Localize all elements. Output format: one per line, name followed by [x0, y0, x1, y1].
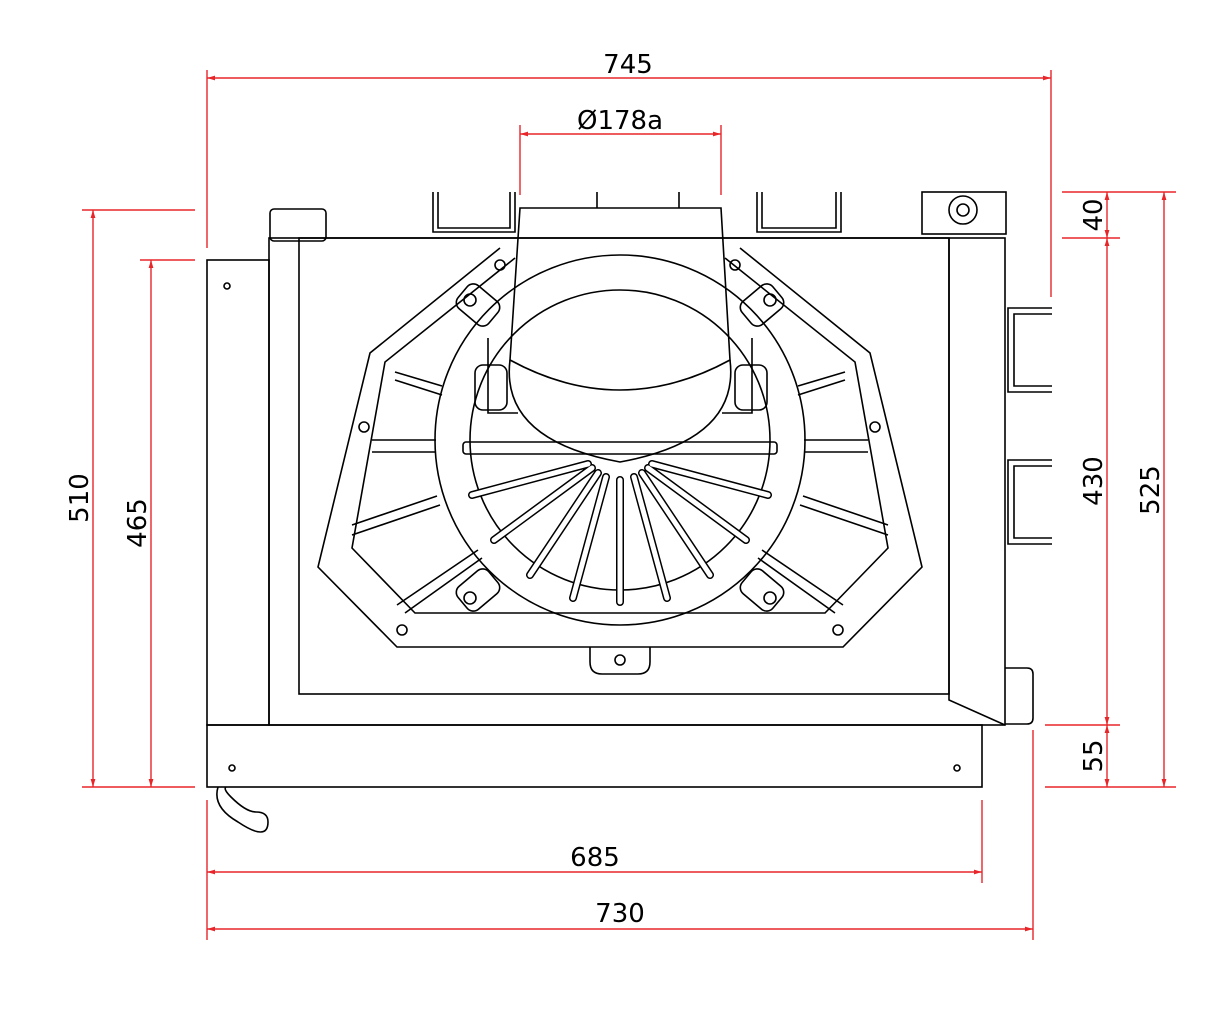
label-40: 40 — [1079, 198, 1109, 231]
label-745: 745 — [603, 50, 653, 80]
label-diameter: Ø178a — [577, 106, 663, 136]
unit-outline — [206, 191, 1052, 833]
label-430: 430 — [1079, 456, 1109, 506]
dimension-lines — [82, 70, 1176, 940]
label-465: 465 — [123, 498, 153, 548]
label-510: 510 — [65, 473, 95, 523]
label-55: 55 — [1079, 739, 1109, 772]
label-525: 525 — [1136, 465, 1166, 515]
label-685: 685 — [570, 843, 620, 873]
label-730: 730 — [595, 899, 645, 929]
